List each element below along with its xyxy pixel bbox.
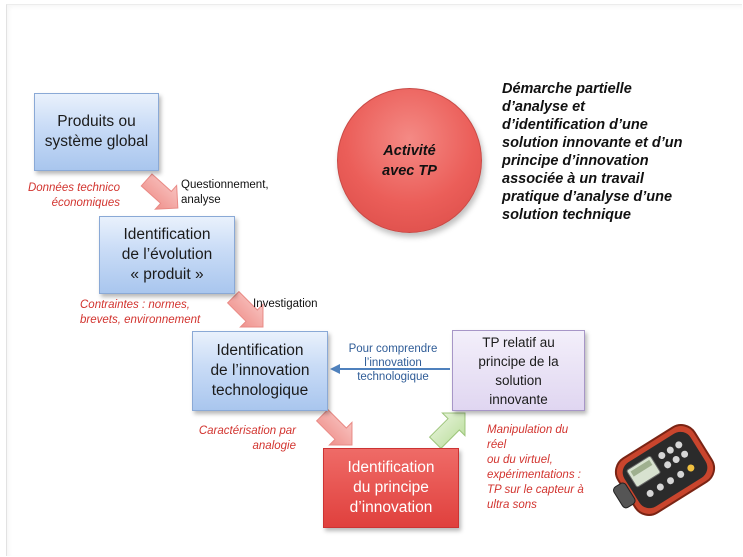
note-contraintes: Contraintes : normes, brevets, environne… [80,299,201,326]
description-text: Démarche partielle d’analyse et d’identi… [502,81,683,223]
activity-circle: Activité avec TP [337,88,482,233]
note-donnees: Données technico économiques [27,182,120,209]
note-investigation: Investigation [253,298,318,310]
box-principe: Identification du principe d’innovation [323,448,459,528]
note-questionnement: Questionnement, analyse [181,179,269,206]
box-produits: Produits ou système global [34,93,159,171]
ultrasonic-sensor-device-icon [613,424,716,516]
box-tp: TP relatif au principe de la solution in… [452,330,585,411]
box-innovation: Identification de l’innovation technolog… [192,331,328,411]
note-caracterisation: Caractérisation par analogie [198,425,296,452]
note-pour-comprendre: Pour comprendre l’innovation technologiq… [348,343,438,383]
note-manipulation: Manipulation du réel ou du virtuel, expé… [487,424,584,511]
box-evolution: Identification de l’évolution « produit … [99,216,235,294]
